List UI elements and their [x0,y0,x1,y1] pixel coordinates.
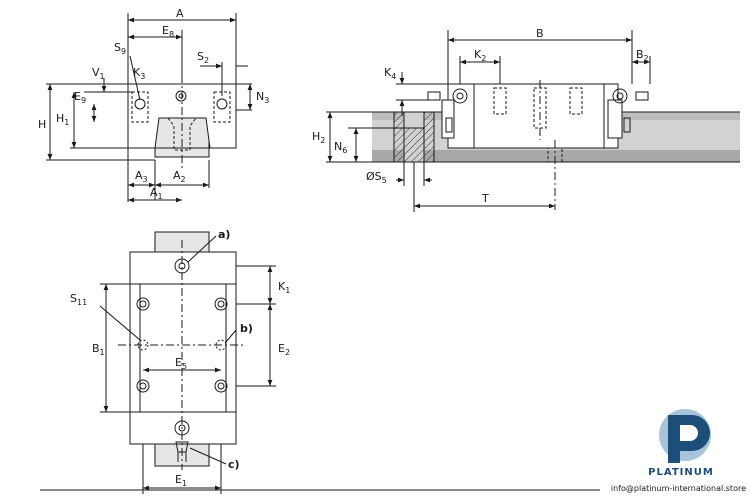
label-K3: K3 [133,66,145,81]
label-E9: E9 [74,90,86,105]
front-view [46,13,253,203]
label-S2: S2 [197,50,209,65]
brand-name: PLATINUM [648,467,714,478]
contact-email: info@platinum-international.store [610,484,746,493]
label-H: H [38,118,46,131]
label-E8: E8 [162,24,174,39]
label-S11: S11 [70,292,87,307]
label-A3: A3 [135,169,148,184]
label-S9: S9 [114,41,126,56]
label-V1: V1 [92,66,105,81]
label-N3: N3 [256,90,269,105]
label-S5: ØS5 [366,170,387,185]
label-B2: B2 [636,48,649,63]
dimension-labels: A E8 S9 S2 V1 K3 E9 N3 H H1 A3 A2 A1 B K… [38,7,649,488]
lube-nipple [175,90,187,102]
label-B1: B1 [92,342,105,357]
label-B: B [536,27,544,40]
top-carriage [129,251,237,445]
label-A2: A2 [173,169,186,184]
label-E1: E1 [175,473,187,488]
label-N6: N6 [334,140,347,155]
label-b: b) [240,322,253,335]
label-T: T [481,192,489,205]
label-a: a) [218,228,230,241]
label-E5: E5 [175,356,187,371]
label-A1: A1 [150,186,163,201]
side-view [326,30,740,212]
label-K1: K1 [278,280,290,295]
label-K4: K4 [384,66,396,81]
label-E2: E2 [278,342,290,357]
label-H2: H2 [312,130,325,145]
top-view [99,231,276,494]
label-c: c) [228,458,240,471]
platinum-logo-icon [659,409,711,463]
label-K2: K2 [474,48,486,63]
label-A: A [176,7,184,20]
label-H1: H1 [56,112,69,127]
